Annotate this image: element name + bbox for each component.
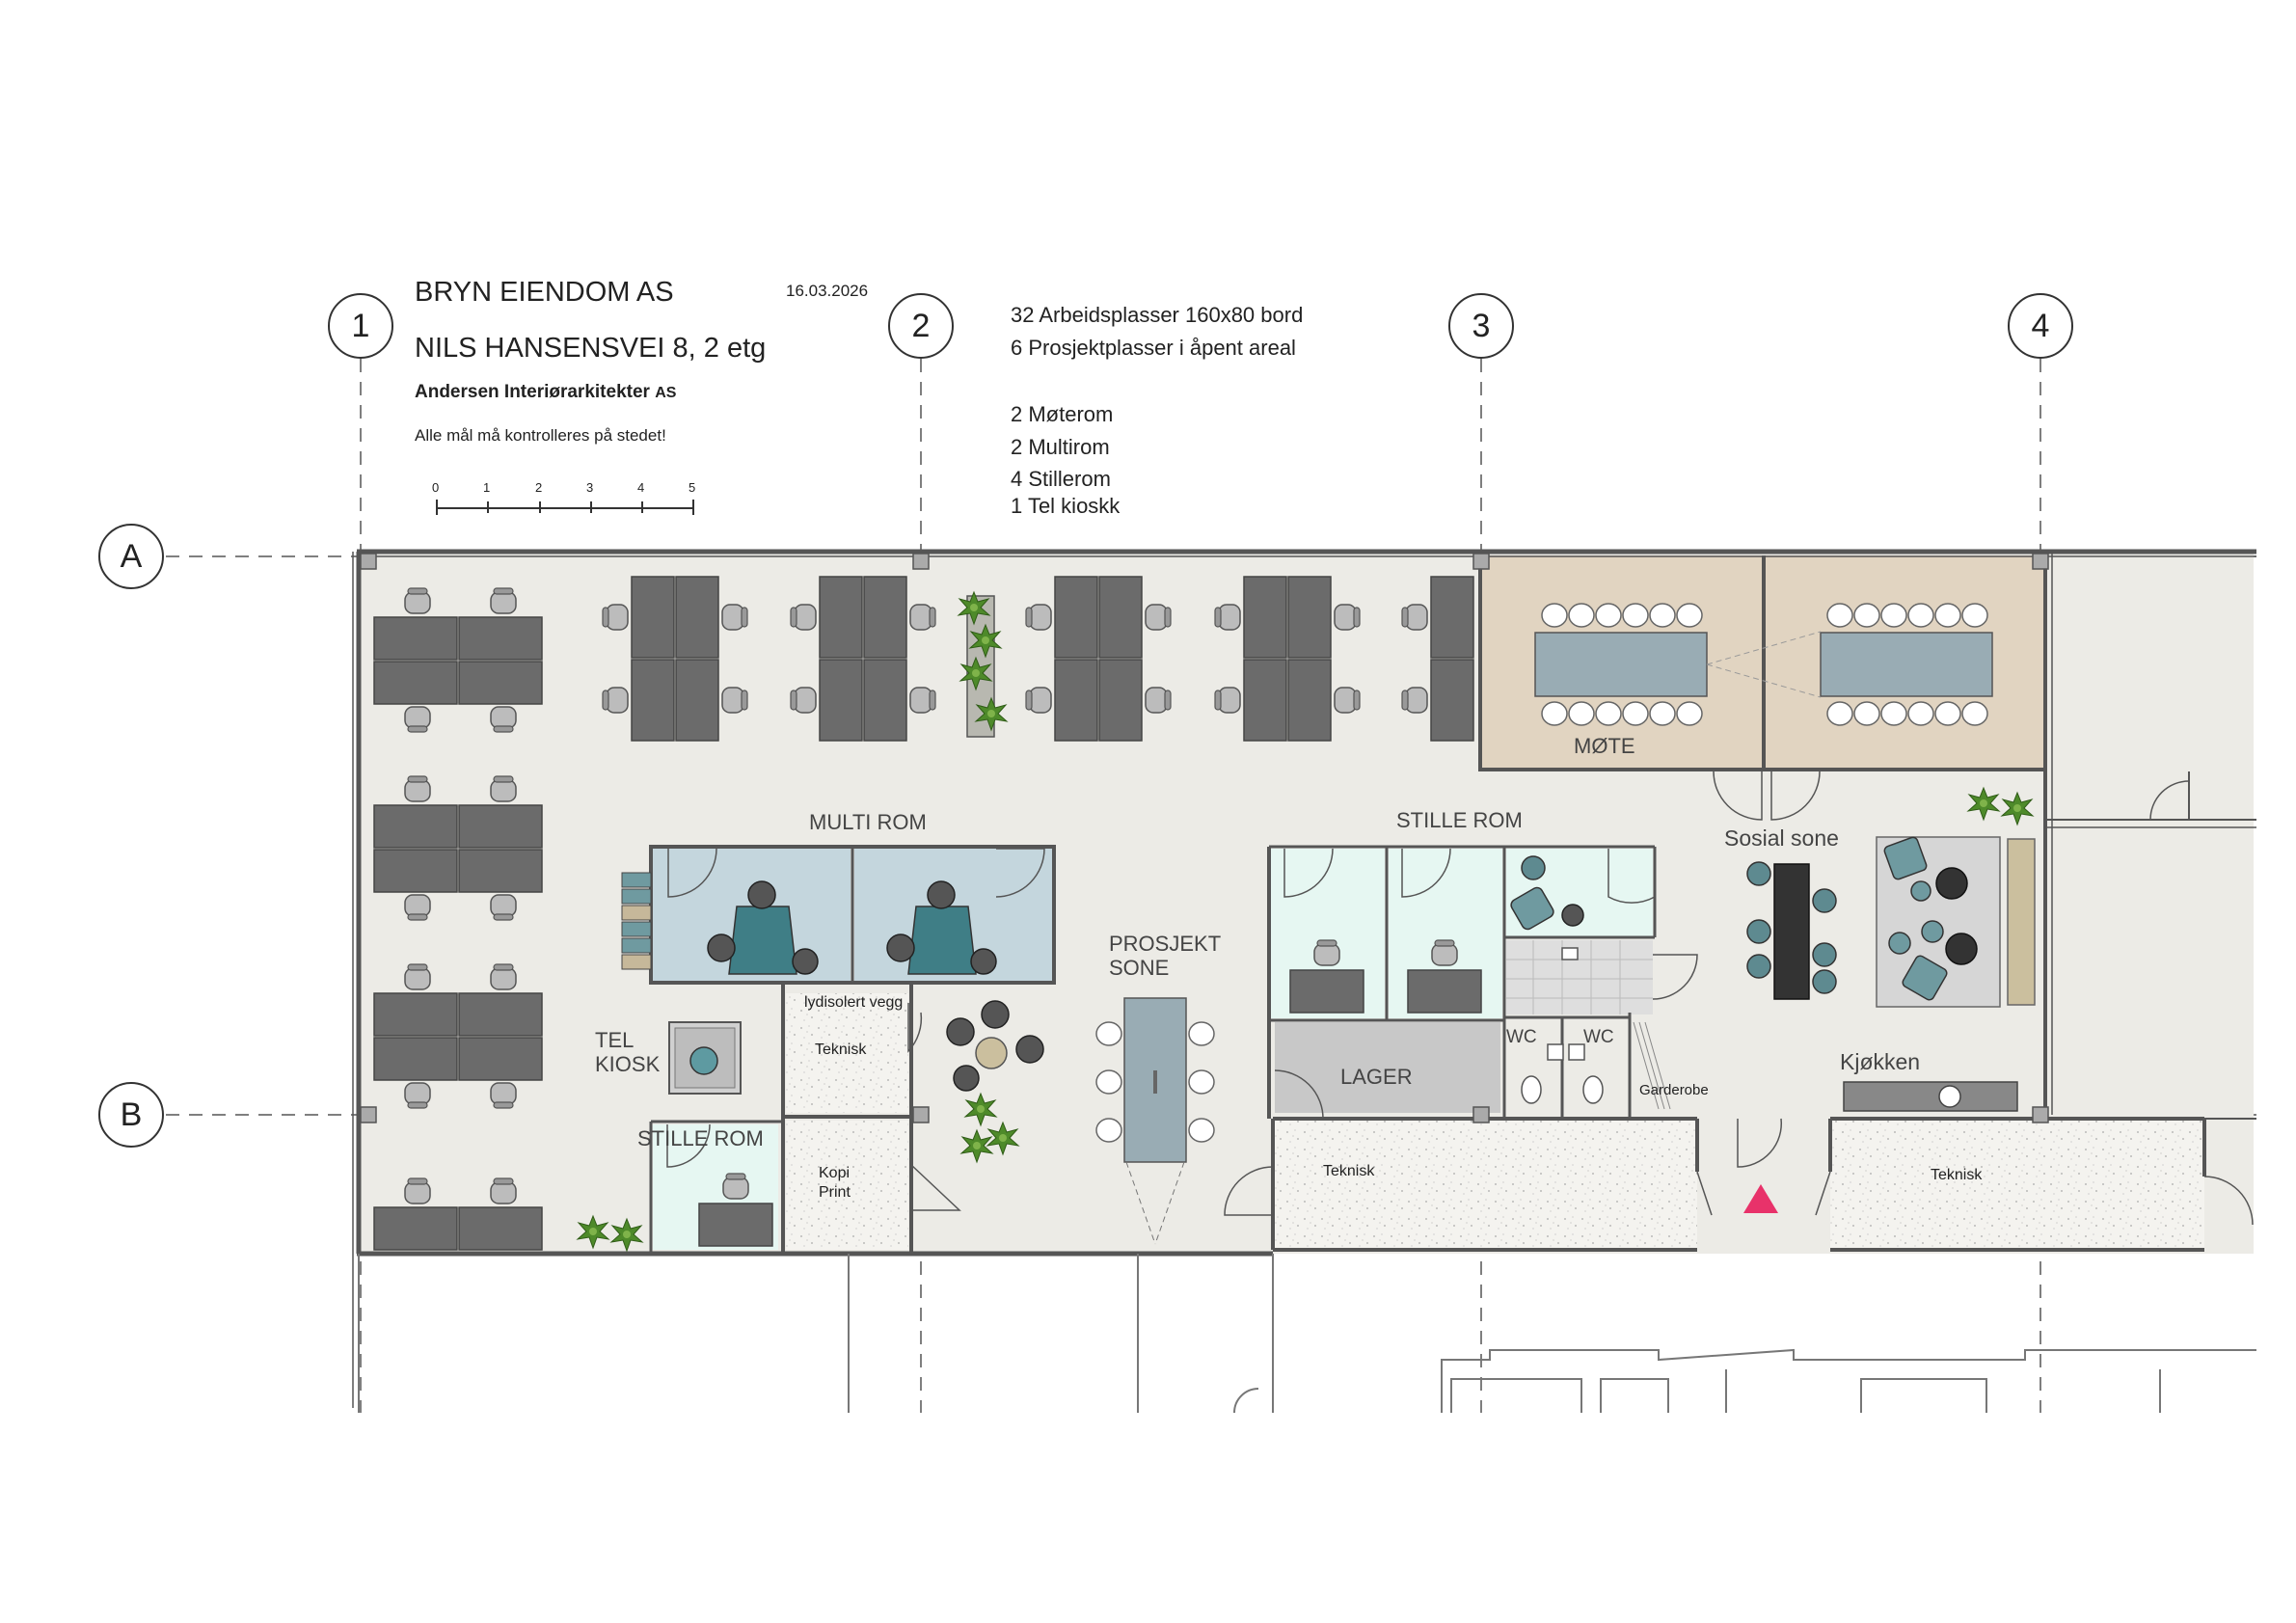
kitchen-counter [1843,1081,2018,1112]
entrance-marker [1743,1184,1778,1213]
multi-furniture [621,872,997,975]
grid-label: A [120,537,143,575]
room-label-teknisk-mid: Teknisk [1323,1163,1375,1179]
label-lydisolert-vegg: lydisolert vegg [804,994,904,1011]
summary-tel-kiosk: 1 Tel kioskk [1011,494,1121,518]
grid-label: 1 [351,307,370,344]
grid-label: B [120,1096,143,1133]
teknisk-small-room [786,993,908,1113]
room-label-stille-rom-bottom: STILLE ROM [637,1126,764,1150]
room-label-mote: MØTE [1574,734,1635,758]
teknisk-right-room [1830,1121,2204,1250]
grid-column-2-marker: 2 [888,293,954,359]
company-title: BRYN EIENDOM AS [415,277,674,308]
lounge-stools [946,1000,1044,1092]
scale-tick-label: 1 [483,480,491,495]
desk-groups-left [373,616,543,1251]
wc-area [1506,940,1653,1014]
room-label-teknisk-small: Teknisk [815,1041,867,1058]
grid-row-b-marker: B [98,1082,164,1148]
scale-tick-label: 5 [689,480,696,495]
room-label-kopi: Kopi [819,1165,851,1181]
summary-project-places: 6 Prosjektplasser i åpent areal [1011,336,1296,360]
room-label-stille-rom-top: STILLE ROM [1396,808,1523,832]
architect-label: Andersen Interiørarkitekter [415,382,650,402]
room-label-wc-2: WC [1583,1027,1614,1047]
room-label-teknisk-right: Teknisk [1931,1167,1983,1183]
columns [360,553,2049,1123]
summary-quiet-rooms: 4 Stillerom [1011,467,1111,491]
room-label-sosial-sone: Sosial sone [1724,825,1839,851]
doors [666,771,2254,1226]
lager-room [1275,1022,1500,1113]
lower-building [358,1254,2256,1414]
scale-bar: 0 1 2 3 4 5 [432,480,696,519]
room-label-kjokken: Kjøkken [1840,1049,1921,1074]
room-label-print: Print [819,1184,851,1201]
grid-label: 2 [911,307,931,344]
grid-column-3-marker: 3 [1448,293,1514,359]
architect-suffix: AS [655,385,677,401]
scale-tick-label: 2 [535,480,543,495]
room-label-lager: LAGER [1340,1065,1413,1089]
grid-label: 3 [1472,307,1491,344]
scale-tick-label: 0 [432,480,440,495]
walls [352,549,2256,1408]
room-label-sone: SONE [1109,956,1170,980]
label-garderobe: Garderobe [1639,1082,1709,1098]
meeting-furniture [1534,603,1993,726]
room-label-kiosk: KIOSK [595,1052,661,1076]
desk-groups-top [631,576,1474,742]
architect-name: Andersen Interiørarkitekter AS [415,382,676,403]
project-table [1095,997,1215,1245]
kopi-room [786,1121,908,1250]
room-label-prosjekt: PROSJEKT [1109,932,1222,956]
wc-fixtures [1521,947,1604,1104]
summary-meeting-rooms: 2 Møterom [1011,402,1114,426]
room-label-multi-rom: MULTI ROM [809,810,927,834]
scale-tick-label: 4 [637,480,645,495]
social-zone-furniture [1746,836,2036,1008]
grid-label: 4 [2031,307,2050,344]
grid-row-a-marker: A [98,524,164,589]
room-label-tel: TEL [595,1028,635,1052]
summary-multi-rooms: 2 Multirom [1011,435,1110,459]
room-label-wc-1: WC [1506,1027,1537,1047]
address-title: NILS HANSENSVEI 8, 2 etg [415,333,767,364]
teknisk-mid-room [1273,1121,1697,1250]
site-note: Alle mål må kontrolleres på stedet! [415,426,666,445]
plan-date: 16.03.2026 [786,282,869,300]
grid-column-4-marker: 4 [2008,293,2073,359]
scale-tick-label: 3 [586,480,594,495]
quiet-desks [698,969,1482,1247]
grid-column-1-marker: 1 [328,293,393,359]
summary-workstations: 32 Arbeidsplasser 160x80 bord [1011,303,1304,327]
